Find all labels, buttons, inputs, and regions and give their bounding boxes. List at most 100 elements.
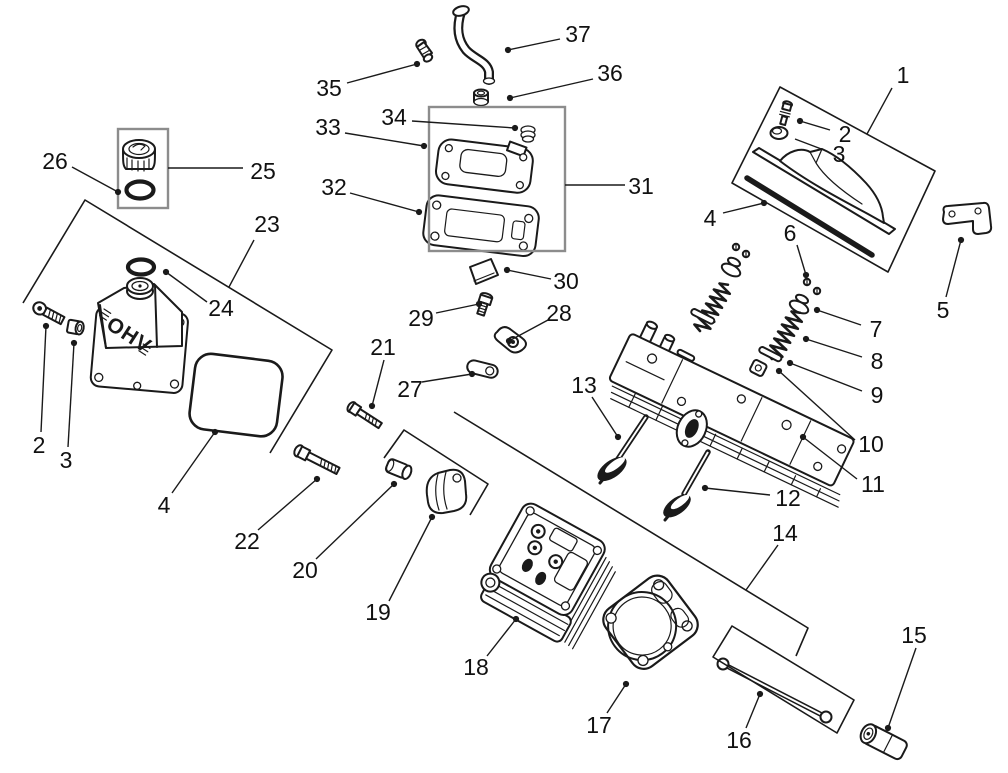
o-ring-26-icon	[124, 179, 156, 201]
leader-line-5	[945, 239, 962, 298]
leader-line-32	[349, 192, 420, 213]
leader-dot-2	[42, 322, 50, 330]
leader-dot-19	[428, 513, 436, 521]
leader-line-16	[745, 693, 761, 729]
callout-label-4: 4	[158, 492, 171, 518]
callout-label-24: 24	[208, 295, 234, 321]
grommet-icon	[473, 88, 489, 107]
leader-dot-9	[786, 359, 794, 367]
leader-line-37	[507, 38, 561, 51]
leader-line-19	[388, 516, 433, 602]
leader-line-24	[165, 271, 208, 303]
parts-art: OHV	[32, 5, 993, 761]
tappet-icon	[859, 723, 908, 761]
leader-line-3	[794, 138, 825, 151]
leader-line-10	[778, 370, 856, 441]
callout-label-25: 25	[250, 158, 276, 184]
rocker-gasket-strip	[744, 175, 875, 258]
leader-line-9	[789, 362, 863, 392]
callout-label-34: 34	[381, 104, 407, 130]
grommet-3-icon	[769, 126, 789, 140]
callout-label-10: 10	[858, 431, 884, 457]
leader-dot-10	[775, 367, 783, 375]
leader-dot-32	[415, 208, 423, 216]
rocker-cover-group-box	[731, 86, 936, 273]
breather-nut-icon	[520, 125, 536, 143]
guide-plate-icon	[425, 468, 468, 515]
adjust-screw-icon	[476, 292, 494, 317]
push-rod-group-box	[712, 625, 855, 734]
callout-label-8: 8	[871, 348, 884, 374]
leader-line-17	[606, 683, 627, 714]
leader-line-1	[866, 87, 893, 135]
leader-dot-24	[162, 268, 170, 276]
leader-line-8	[805, 338, 863, 358]
callout-label-29: 29	[408, 305, 434, 331]
breather-plate-icon	[422, 194, 540, 258]
leader-line-20	[315, 483, 395, 560]
callout-label-37: 37	[565, 21, 591, 47]
callout-label-3: 3	[60, 447, 73, 473]
callout-label-16: 16	[726, 727, 752, 753]
oil-fill-cap-icon	[122, 139, 156, 172]
leader-line-4	[171, 431, 216, 494]
callout-label-14: 14	[772, 520, 798, 546]
leader-line-2	[799, 120, 831, 131]
leader-line-2	[40, 325, 47, 433]
o-ring-24-icon	[125, 257, 157, 277]
callout-label-35: 35	[316, 75, 342, 101]
leader-dot-34	[511, 124, 519, 132]
leader-dot-13	[614, 433, 622, 441]
leader-line-21	[371, 359, 385, 407]
leader-line-34	[411, 120, 516, 129]
leader-dot-15	[884, 724, 892, 732]
leader-line-23	[228, 239, 255, 288]
leader-dot-4	[760, 199, 768, 207]
leader-line-28	[508, 319, 549, 342]
cylinder-head-11-icon	[608, 320, 855, 508]
rocker-cover-group	[744, 100, 896, 258]
leader-dot-27	[468, 370, 476, 378]
leader-line-11	[802, 436, 858, 480]
valve-cover-group-box	[22, 199, 333, 454]
callout-label-1: 1	[897, 62, 910, 88]
callout-label-32: 32	[321, 174, 347, 200]
leader-dot-35	[413, 60, 421, 68]
leader-dot-6	[802, 271, 810, 279]
cover-flange-strip	[752, 147, 896, 235]
callout-label-6: 6	[784, 220, 797, 246]
bracket-icon	[942, 201, 993, 235]
callout-label-13: 13	[571, 372, 597, 398]
leader-line-27	[421, 373, 473, 383]
callout-overlay: 1234567891011121314151617181920212223242…	[22, 21, 965, 753]
bolt-21-icon	[346, 401, 383, 430]
leader-dot-20	[390, 480, 398, 488]
callout-label-9: 9	[871, 382, 884, 408]
callout-label-31: 31	[628, 173, 654, 199]
leader-dot-30	[503, 266, 511, 274]
leader-line-15	[887, 647, 917, 729]
leader-dot-17	[622, 680, 630, 688]
leader-dot-7	[813, 306, 821, 314]
callout-label-4: 4	[704, 205, 717, 231]
callout-label-26: 26	[42, 148, 68, 174]
callout-label-23: 23	[254, 211, 280, 237]
leader-dot-3	[70, 339, 78, 347]
leader-line-22	[257, 478, 318, 531]
callout-label-15: 15	[901, 622, 927, 648]
leader-line-35	[346, 63, 418, 84]
callout-label-36: 36	[597, 60, 623, 86]
leader-dot-11	[799, 433, 807, 441]
head-gasket-icon	[602, 574, 699, 670]
cylinder-head-18-icon	[480, 502, 616, 650]
leader-dot-8	[802, 335, 810, 343]
leader-dot-37	[504, 46, 512, 54]
screw-2-icon	[779, 100, 793, 127]
leader-dot-22	[313, 475, 321, 483]
callout-label-7: 7	[870, 316, 883, 342]
leader-line-30	[506, 269, 552, 280]
rocker-cover-shape	[779, 148, 885, 224]
exhaust-valve-icon	[663, 449, 711, 522]
